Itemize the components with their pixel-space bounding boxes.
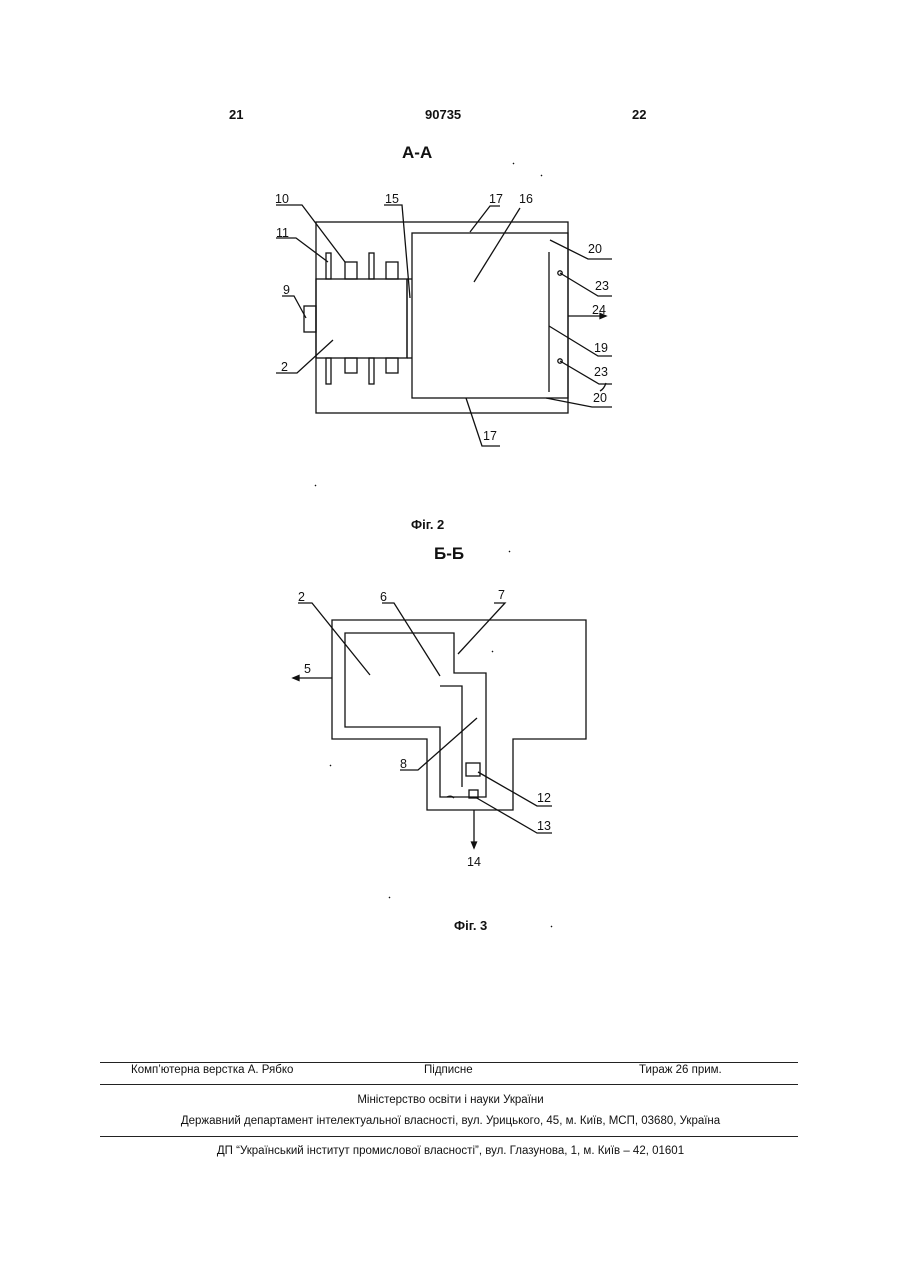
fig3-slot: [440, 686, 462, 787]
footer-layout-by: Комп’ютерна верстка А. Рябко: [131, 1064, 293, 1076]
fig3-channel: [345, 633, 486, 797]
footer-rule-middle: [100, 1084, 798, 1085]
fig3-label-12: 12: [537, 791, 551, 805]
fig3-label-6: 6: [380, 590, 387, 604]
fig3-label-2: 2: [298, 590, 305, 604]
footer-rule-top: [100, 1062, 798, 1063]
fig3-label-13: 13: [537, 819, 551, 833]
footer-circulation: Тираж 26 прим.: [639, 1064, 722, 1076]
fig3-housing: [332, 620, 586, 810]
fig3-label-14: 14: [467, 855, 481, 869]
fig3-label-5: 5: [304, 662, 311, 676]
fig3-caption: Фіг. 3: [454, 918, 487, 933]
footer-department: Державний департамент інтелектуальної вл…: [0, 1115, 901, 1127]
fig3-label-8: 8: [400, 757, 407, 771]
footer-rule-bottom: [100, 1136, 798, 1137]
footer-ministry: Міністерство освіти і науки України: [0, 1094, 901, 1106]
footer-institute: ДП “Український інститут промислової вла…: [0, 1145, 901, 1157]
fig3-sensor-12: [466, 763, 480, 776]
footer-signed: Підписне: [424, 1064, 473, 1076]
fig3-label-7: 7: [498, 588, 505, 602]
